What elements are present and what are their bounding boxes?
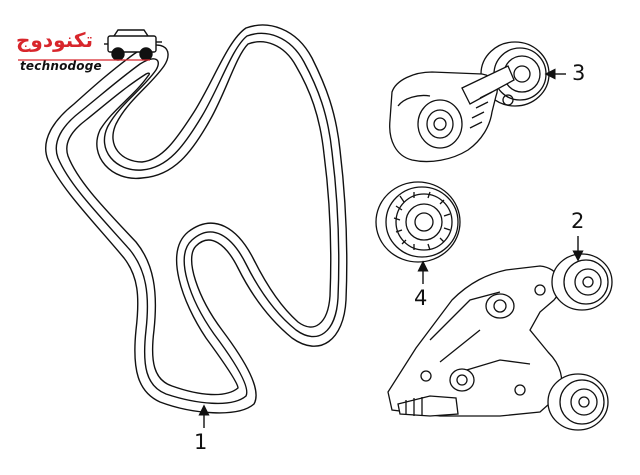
brand-logo: تكنودوج technodoge bbox=[14, 24, 164, 80]
callout-3: 3 bbox=[572, 61, 586, 85]
callout-arrows bbox=[198, 68, 584, 428]
belt-tensioner bbox=[387, 253, 613, 431]
callout-4: 4 bbox=[414, 286, 428, 310]
callout-2: 2 bbox=[571, 209, 585, 233]
jeep-icon bbox=[104, 29, 162, 61]
drive-belt bbox=[45, 24, 348, 414]
idler-pulley bbox=[375, 181, 461, 263]
belt-tensioner-upper bbox=[389, 41, 550, 163]
logo-arabic-text: تكنودوج bbox=[16, 28, 93, 52]
callout-1: 1 bbox=[194, 430, 208, 454]
logo-latin-text: technodoge bbox=[20, 59, 102, 73]
